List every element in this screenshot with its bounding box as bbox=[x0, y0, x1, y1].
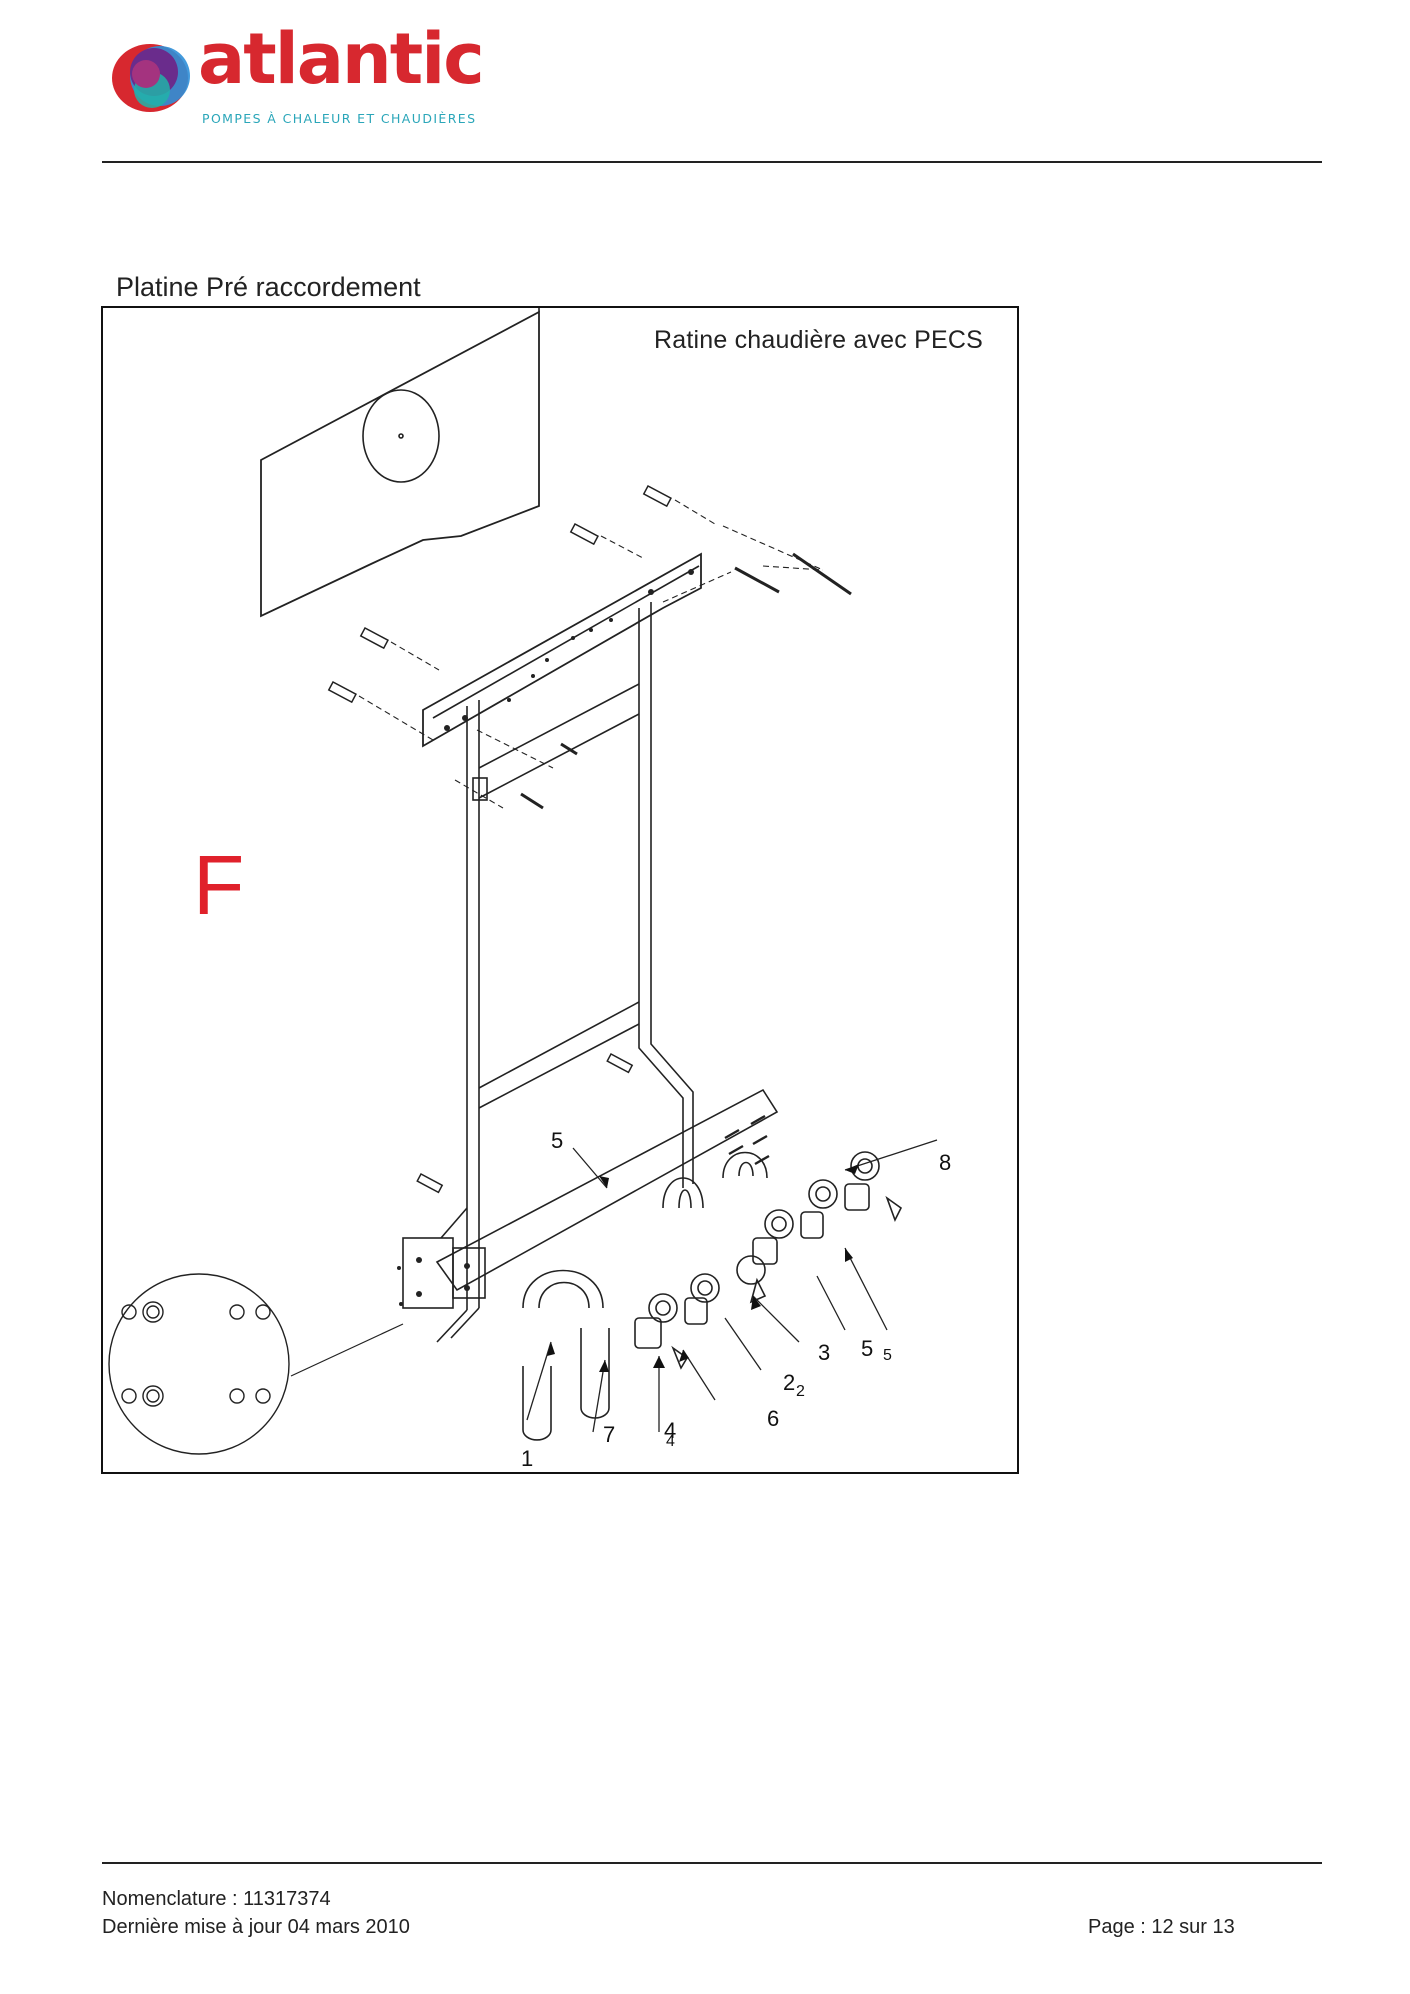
section-marker-f: F bbox=[193, 838, 245, 932]
callout-1: 1 bbox=[521, 1446, 534, 1471]
brand-tagline: POMPES À CHALEUR ET CHAUDIÈRES bbox=[202, 111, 477, 126]
footer-nomenclature: Nomenclature : 11317374 bbox=[102, 1888, 331, 1910]
footer-divider bbox=[102, 1862, 1322, 1864]
logo-mark-icon bbox=[112, 44, 190, 112]
assembly-drawing: Ratine chaudière avec PECS F 5 8 3 5 5 2… bbox=[101, 306, 1019, 1474]
callout-7: 7 bbox=[603, 1422, 616, 1447]
section-title: Platine Pré raccordement bbox=[116, 272, 421, 302]
callout-5: 5 bbox=[861, 1336, 874, 1361]
callout-2-secondary: 2 bbox=[796, 1383, 805, 1400]
callout-5-secondary: 5 bbox=[883, 1347, 892, 1364]
assembly-diagram-svg bbox=[108, 308, 938, 1455]
drawing-title: Ratine chaudière avec PECS bbox=[654, 326, 983, 354]
callout-3: 3 bbox=[818, 1340, 831, 1365]
footer-page-number: Page : 12 sur 13 bbox=[1088, 1916, 1235, 1938]
callout-2: 2 bbox=[783, 1370, 796, 1395]
footer-last-update: Dernière mise à jour 04 mars 2010 bbox=[102, 1916, 410, 1938]
callout-6: 6 bbox=[767, 1406, 780, 1431]
brand-name: atlantic bbox=[198, 18, 485, 100]
atlantic-logo: atlantic POMPES À CHALEUR ET CHAUDIÈRES bbox=[110, 24, 490, 128]
callout-4-secondary: 4 bbox=[666, 1433, 675, 1450]
wall-plug-group bbox=[327, 484, 672, 1194]
callout-4: 4 bbox=[664, 1418, 677, 1443]
header-divider bbox=[102, 161, 1322, 163]
callout-8: 8 bbox=[939, 1150, 952, 1175]
callout-5-top: 5 bbox=[551, 1128, 564, 1153]
